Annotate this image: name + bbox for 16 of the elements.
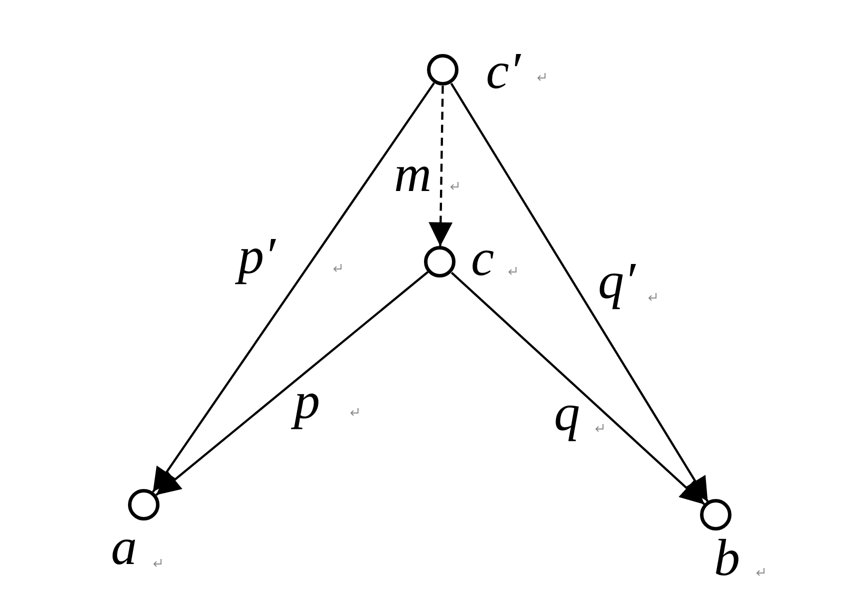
edge-label: m bbox=[394, 149, 433, 201]
node-label: c bbox=[471, 233, 496, 285]
arrow bbox=[155, 271, 429, 496]
circle-node bbox=[427, 54, 459, 86]
node-label: a bbox=[111, 522, 138, 574]
node-label: b bbox=[714, 533, 741, 585]
edge-label: q bbox=[554, 388, 581, 440]
dashed-arrow bbox=[428, 86, 453, 246]
circle-node bbox=[700, 499, 732, 531]
node-label: c′ bbox=[486, 46, 522, 98]
arrow bbox=[450, 82, 709, 502]
circle-node bbox=[128, 489, 160, 521]
edge-label: q′ bbox=[598, 256, 637, 308]
arrow bbox=[450, 272, 706, 506]
circle-node bbox=[424, 246, 456, 278]
arrow bbox=[152, 82, 435, 493]
